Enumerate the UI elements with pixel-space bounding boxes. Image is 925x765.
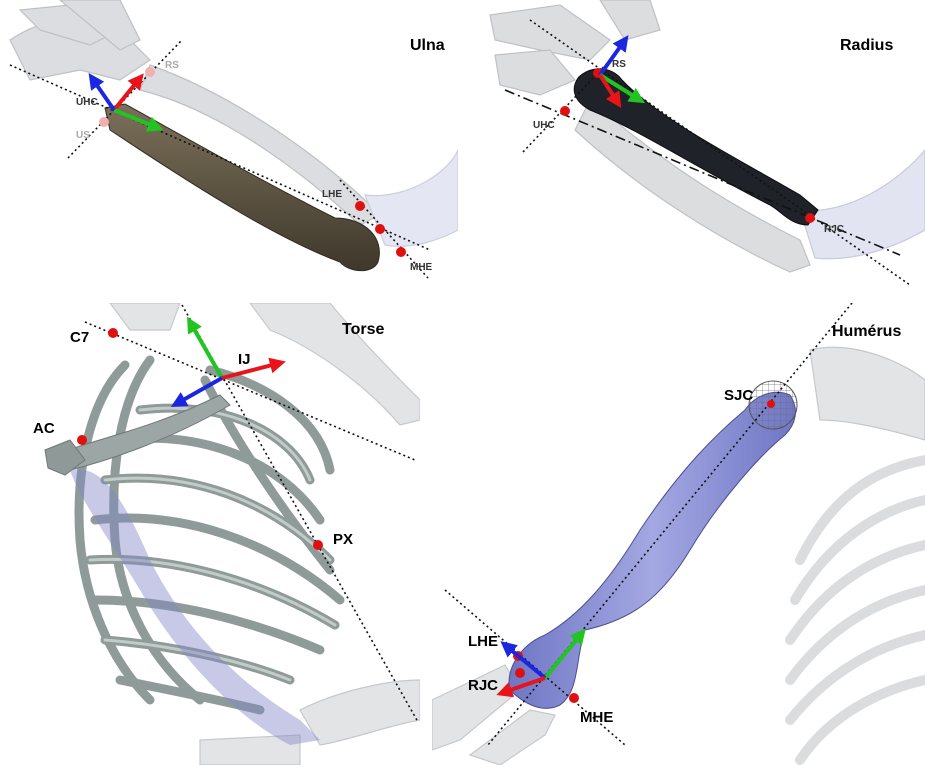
humerus-label-sjc: SJC <box>724 387 753 404</box>
radius-landmark-rjc <box>805 213 815 223</box>
ulna-label-us: US <box>76 130 90 141</box>
ulna-landmark-mhe <box>396 247 406 257</box>
ulna-landmark-us <box>99 117 109 127</box>
panel-divider-horizontal <box>0 290 925 303</box>
torse-label-ac: AC <box>33 420 55 437</box>
ulna-title: Ulna <box>410 37 445 54</box>
radius-label-uhc: UHC <box>533 120 555 131</box>
humerus-label-rjc: RJC <box>468 677 498 694</box>
torse-landmark-ac <box>77 435 87 445</box>
radius-label-rjc: RJC <box>824 224 844 235</box>
ulna-label-lhe: LHE <box>322 189 342 200</box>
humerus-landmark-rjc <box>515 668 525 678</box>
panel-radius: Radius RS UHC RJC <box>485 0 925 290</box>
ulna-label-rs: RS <box>165 60 179 71</box>
ulna-landmark-rs <box>145 67 155 77</box>
humerus-label-lhe: LHE <box>468 633 498 650</box>
panel-humerus: Humérus SJC LHE RJC MHE <box>432 303 925 765</box>
humerus-label-mhe: MHE <box>580 709 613 726</box>
radius-label-rs: RS <box>612 59 626 70</box>
ulna-label-mhe: MHE <box>410 262 433 273</box>
torse-landmark-px <box>313 540 323 550</box>
humerus-landmark-mhe <box>569 693 579 703</box>
radius-landmark-uhc <box>560 106 570 116</box>
torse-label-c7: C7 <box>70 329 89 346</box>
humerus-landmark-sjc <box>767 400 775 408</box>
ulna-landmark-lhe <box>355 201 365 211</box>
panel-ulna: Ulna RS UHC US LHE MHE <box>0 0 458 290</box>
panel-torse: Torse C7 IJ AC PX <box>0 303 420 765</box>
torse-label-ij: IJ <box>238 351 251 368</box>
torse-label-px: PX <box>333 531 353 548</box>
ulna-landmark-mid <box>375 224 385 234</box>
ulna-label-uhc: UHC <box>76 97 98 108</box>
humerus-title: Humérus <box>832 323 901 340</box>
radius-title: Radius <box>840 37 893 54</box>
torse-landmark-c7 <box>108 328 118 338</box>
panel-divider-vertical <box>458 0 485 290</box>
torse-title: Torse <box>342 321 384 338</box>
